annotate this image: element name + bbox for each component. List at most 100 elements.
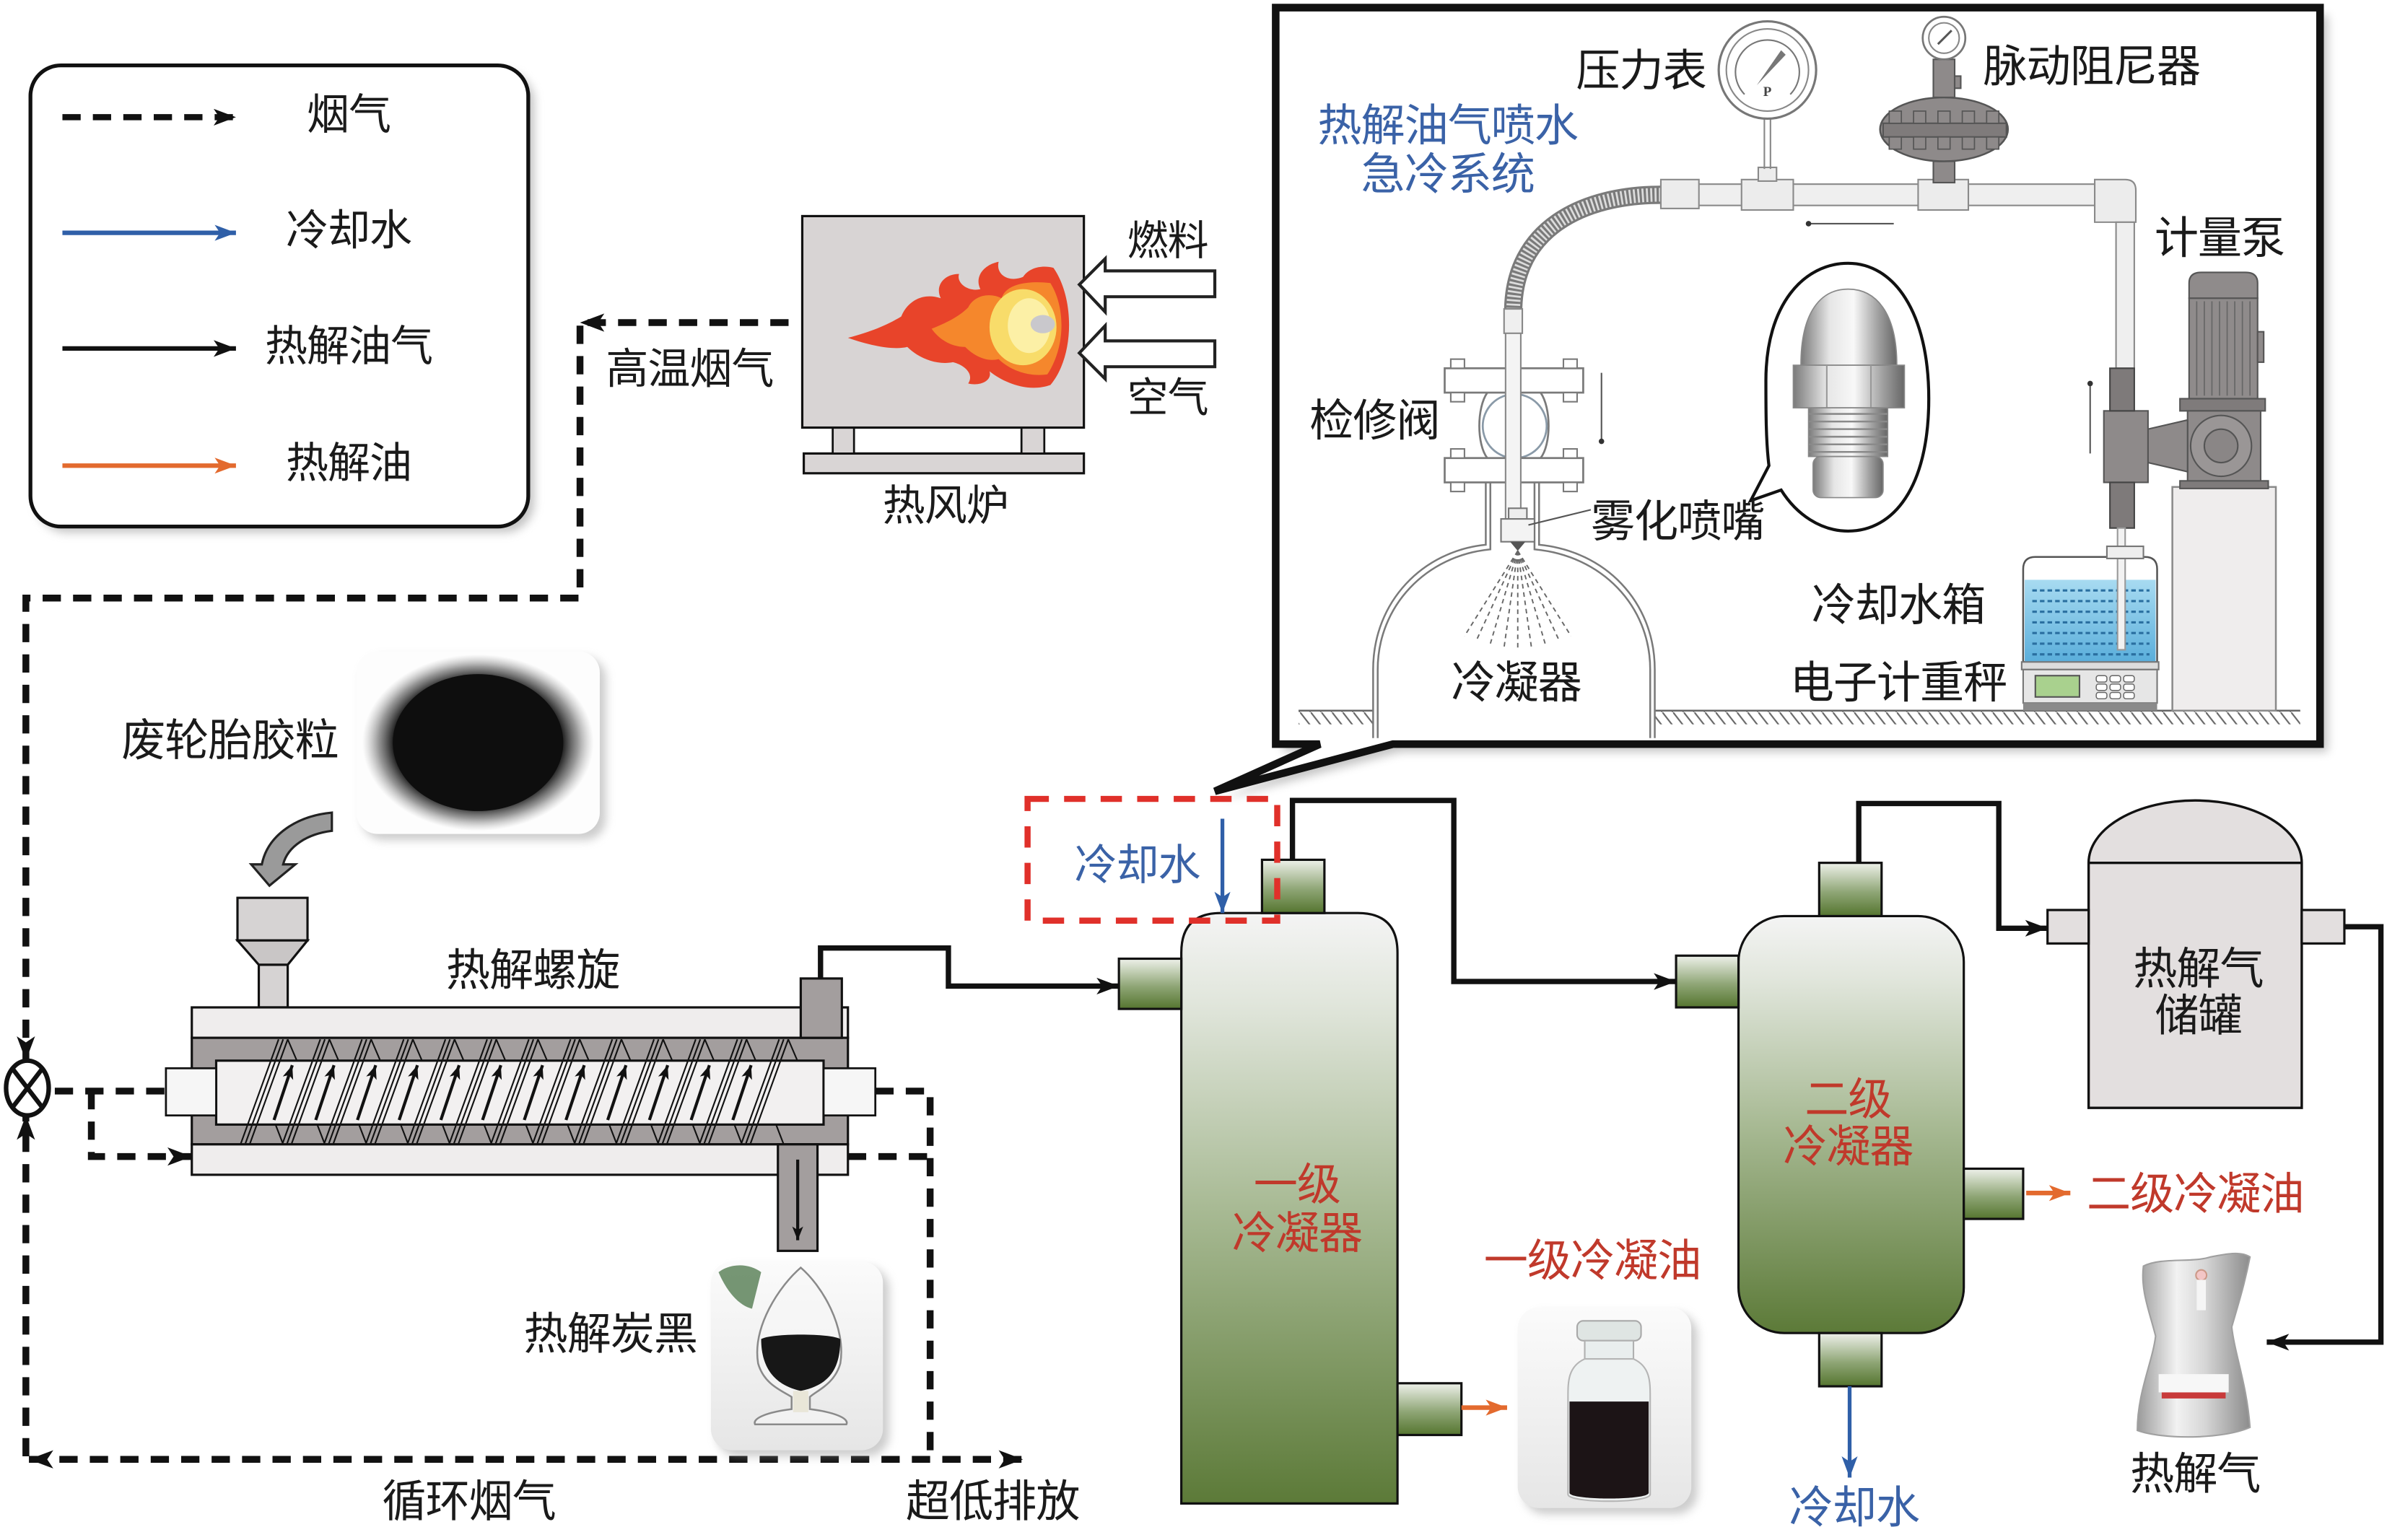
screw-flight-line — [411, 1038, 451, 1145]
fuel-label: 燃料 — [1127, 218, 1209, 264]
screw-flight-line — [286, 1038, 326, 1145]
hopper-box — [236, 896, 309, 942]
water-pipe-vertical — [2115, 221, 2135, 369]
legend-label-pyrolysis-oil: 热解油 — [285, 441, 412, 489]
nozzle-closeup-callout — [1747, 261, 1931, 533]
damper-gauge-dial — [1928, 22, 1960, 54]
pipe-elbow — [2094, 178, 2137, 223]
screw-flight-back-line — [704, 1038, 715, 1062]
second-condenser — [1675, 862, 2025, 1388]
gauge-dial — [1734, 39, 1800, 95]
pipe-coupling — [1659, 178, 1700, 209]
flange-bolt — [1449, 448, 1465, 459]
quench-condenser-vessel — [1372, 482, 1656, 738]
damper-bolt — [1937, 110, 1951, 124]
screw-flight-line — [536, 1038, 576, 1145]
second-condensed-oil-label: 二级冷凝油 — [2086, 1171, 2305, 1220]
gas-tank-label-line1: 热解气 — [2133, 945, 2264, 995]
screw-conveying-arrow-icon — [647, 1064, 670, 1121]
flex-hose-corrugation — [1506, 188, 1661, 312]
legend-box — [28, 64, 531, 529]
legend — [28, 64, 535, 533]
screw-flight-back-line — [775, 1124, 785, 1145]
screw-flight-back-line — [537, 1038, 548, 1062]
pulsation-damper-label: 脉动阻尼器 — [1983, 43, 2201, 92]
ground-hatch — [1654, 710, 2300, 725]
furnace-leg — [832, 426, 855, 455]
fuel-inlet-arrow-icon — [1077, 255, 1217, 316]
gauge-letter: P — [1763, 84, 1772, 100]
screw-flights — [240, 1038, 798, 1145]
condenser2-top-nozzle — [1817, 862, 1883, 918]
hot-air-furnace — [800, 214, 1217, 475]
screw-flight-line — [541, 1038, 581, 1145]
pump-head-center — [2203, 428, 2239, 464]
gas-sample-bag — [2137, 1252, 2251, 1438]
screw-flight-line — [244, 1038, 284, 1145]
screw-flight-line — [248, 1038, 289, 1145]
cooling-water-inlet-label: 冷却水 — [1074, 843, 1200, 891]
gauge-needle — [1756, 50, 1786, 86]
ground-hatch — [1299, 710, 1374, 725]
damper-flange — [1882, 122, 2007, 138]
flange-bolt — [1449, 358, 1465, 369]
screw-flight-line — [365, 1038, 405, 1145]
recycled-flue-gas-label: 循环烟气 — [382, 1478, 557, 1528]
screw-flight-back-line — [370, 1038, 381, 1062]
bag-label-stripe — [2161, 1392, 2226, 1399]
screw-flight-line — [749, 1038, 790, 1145]
damper-side-port — [1953, 75, 1962, 89]
screw-conveying-arrow-icon — [731, 1064, 753, 1121]
screw-flight-line — [290, 1038, 331, 1145]
screw-conveying-arrow-icon — [439, 1064, 461, 1121]
screw-reactor — [165, 977, 877, 1252]
screw-flight-line — [499, 1038, 539, 1145]
damper-bolt — [1888, 110, 1903, 124]
screw-flight-line — [369, 1038, 409, 1145]
screw-flight-back-line — [579, 1038, 590, 1062]
pulsation-damper-icon — [1879, 15, 2009, 184]
lower-heating-jacket — [191, 1143, 850, 1176]
scale-key — [2095, 683, 2108, 691]
damper-bolt — [1961, 110, 1976, 124]
valve-body — [1478, 392, 1550, 459]
first-condenser-label-line1: 一级 — [1253, 1161, 1341, 1211]
suction-tube-in-tank — [2116, 557, 2126, 651]
screw-flight-line — [328, 1038, 367, 1145]
screw-flight-back-line — [316, 1124, 326, 1145]
screw-flight-back-line — [608, 1124, 618, 1145]
pyrolysis-screw-label: 热解螺旋 — [445, 947, 621, 997]
motor-cap — [2188, 271, 2259, 299]
screw-flight-back-line — [400, 1124, 409, 1145]
screw-flight-line — [573, 1038, 614, 1145]
screw-flight-line — [577, 1038, 618, 1145]
screw-flight-back-line — [525, 1124, 534, 1145]
damper-bolt — [1986, 110, 2000, 124]
condenser1-top-nozzle — [1260, 858, 1326, 914]
screw-flight-line — [666, 1038, 706, 1145]
screw-conveying-arrow-icon — [564, 1064, 586, 1121]
ultra-low-emission-label: 超低排放 — [905, 1478, 1081, 1528]
quench-condenser-label: 冷凝器 — [1451, 660, 1581, 709]
nozzle-sleeve — [1812, 455, 1884, 499]
vessel-wall-right-inner — [1533, 482, 1651, 738]
screw-flight-back-line — [662, 1038, 673, 1062]
screw-flight-back-line — [328, 1038, 340, 1062]
quench-highlight-box — [1024, 795, 1280, 924]
screw-flight-line — [453, 1038, 493, 1145]
tank-body — [2087, 799, 2303, 1109]
flange-bolt — [1449, 391, 1465, 403]
atomizing-nozzle-label: 雾化喷嘴 — [1590, 498, 1766, 548]
motor-terminal-box — [2256, 331, 2265, 363]
tank-outlet-nozzle — [2300, 909, 2346, 945]
screw-conveying-arrow-icon — [356, 1064, 378, 1121]
screw-flight-line — [531, 1038, 572, 1145]
bag-label — [2158, 1374, 2229, 1393]
mixing-valve-cross — [10, 1067, 45, 1110]
screw-flight-back-line — [650, 1124, 660, 1145]
cooling-water-outlet-label: 冷却水 — [1789, 1484, 1920, 1534]
damper-gauge-needle — [1937, 30, 1952, 45]
gauge-tee-stub — [1757, 166, 1778, 182]
screw-shaft — [214, 1059, 825, 1126]
